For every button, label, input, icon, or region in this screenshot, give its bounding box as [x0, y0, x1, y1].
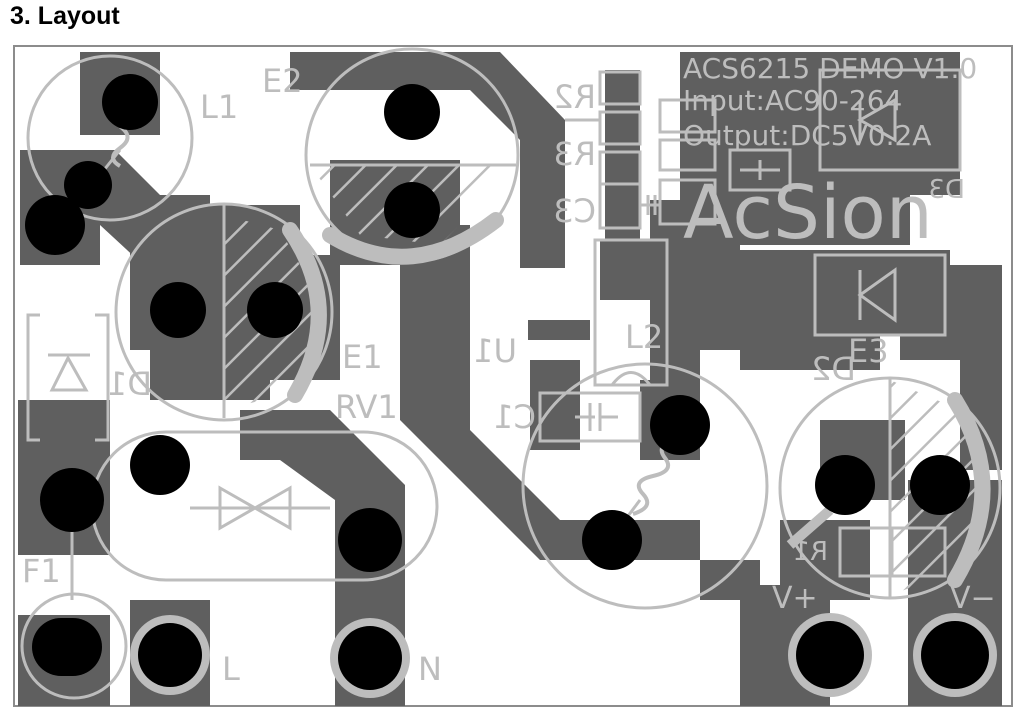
pad-terminal-l [138, 623, 202, 687]
l2-outline [521, 362, 769, 610]
label-d3: D3 [928, 175, 965, 205]
label-e3: E3 [848, 332, 889, 370]
terminal-label-l: L [222, 650, 240, 688]
pad-f1-a [40, 468, 104, 532]
terminal-label-vplus: V+ [772, 581, 818, 616]
pad-e1-b [247, 282, 303, 338]
label-l1: L1 [200, 88, 238, 126]
section-heading: 3. Layout [10, 2, 120, 30]
silkscreen-text: ACS6215 DEMO V1.0 Input:AC90-264 Output:… [22, 52, 996, 688]
terminal-label-n: N [418, 650, 442, 688]
pad-terminal-n [338, 626, 402, 690]
label-r1: R1 [793, 537, 828, 567]
pad-rv1-b [338, 508, 402, 572]
label-u1: U1 [473, 332, 517, 370]
l1-outline [26, 54, 194, 222]
label-c3: C3 [553, 192, 596, 230]
board-title-line2: Input:AC90-264 [683, 84, 902, 117]
pad-l1-c [25, 195, 85, 255]
pad-l1-b [64, 161, 112, 209]
label-r2: R2 [553, 78, 596, 116]
label-r3: R3 [553, 135, 596, 173]
label-e1: E1 [342, 338, 383, 376]
board-logo: AcSion [683, 170, 933, 256]
d3-footprint [818, 68, 962, 172]
pad-e3-b [910, 455, 970, 515]
label-f1: F1 [22, 552, 61, 590]
board-title-line3: Output:DC5V0.2A [683, 119, 931, 152]
f1-outline [20, 592, 128, 700]
label-e2: E2 [262, 62, 303, 100]
pad-rv1-a [130, 435, 190, 495]
label-d1: D1 [107, 365, 152, 403]
label-l2: L2 [625, 318, 663, 356]
label-d2: D2 [811, 350, 856, 388]
e1-outline [114, 202, 334, 422]
c1-footprint [538, 391, 642, 443]
pad-e2-a [384, 84, 440, 140]
label-c1: C1 [493, 398, 536, 436]
pad-l1-a [102, 74, 158, 130]
pad-e1-a [150, 282, 206, 338]
pads [25, 74, 997, 698]
pad-e3-a [815, 455, 875, 515]
terminal-label-vminus: V− [950, 581, 996, 616]
pad-l2-a [650, 395, 710, 455]
d2-footprint [813, 253, 947, 337]
pad-terminal-vminus [921, 621, 989, 689]
board-title-line1: ACS6215 DEMO V1.0 [683, 52, 977, 85]
pad-f1-b [32, 618, 102, 676]
l2-footprint [593, 238, 669, 387]
label-rv1: RV1 [335, 388, 398, 426]
pad-e2-b [384, 182, 440, 238]
pad-terminal-vplus [796, 621, 864, 689]
pad-l2-b [582, 510, 642, 570]
